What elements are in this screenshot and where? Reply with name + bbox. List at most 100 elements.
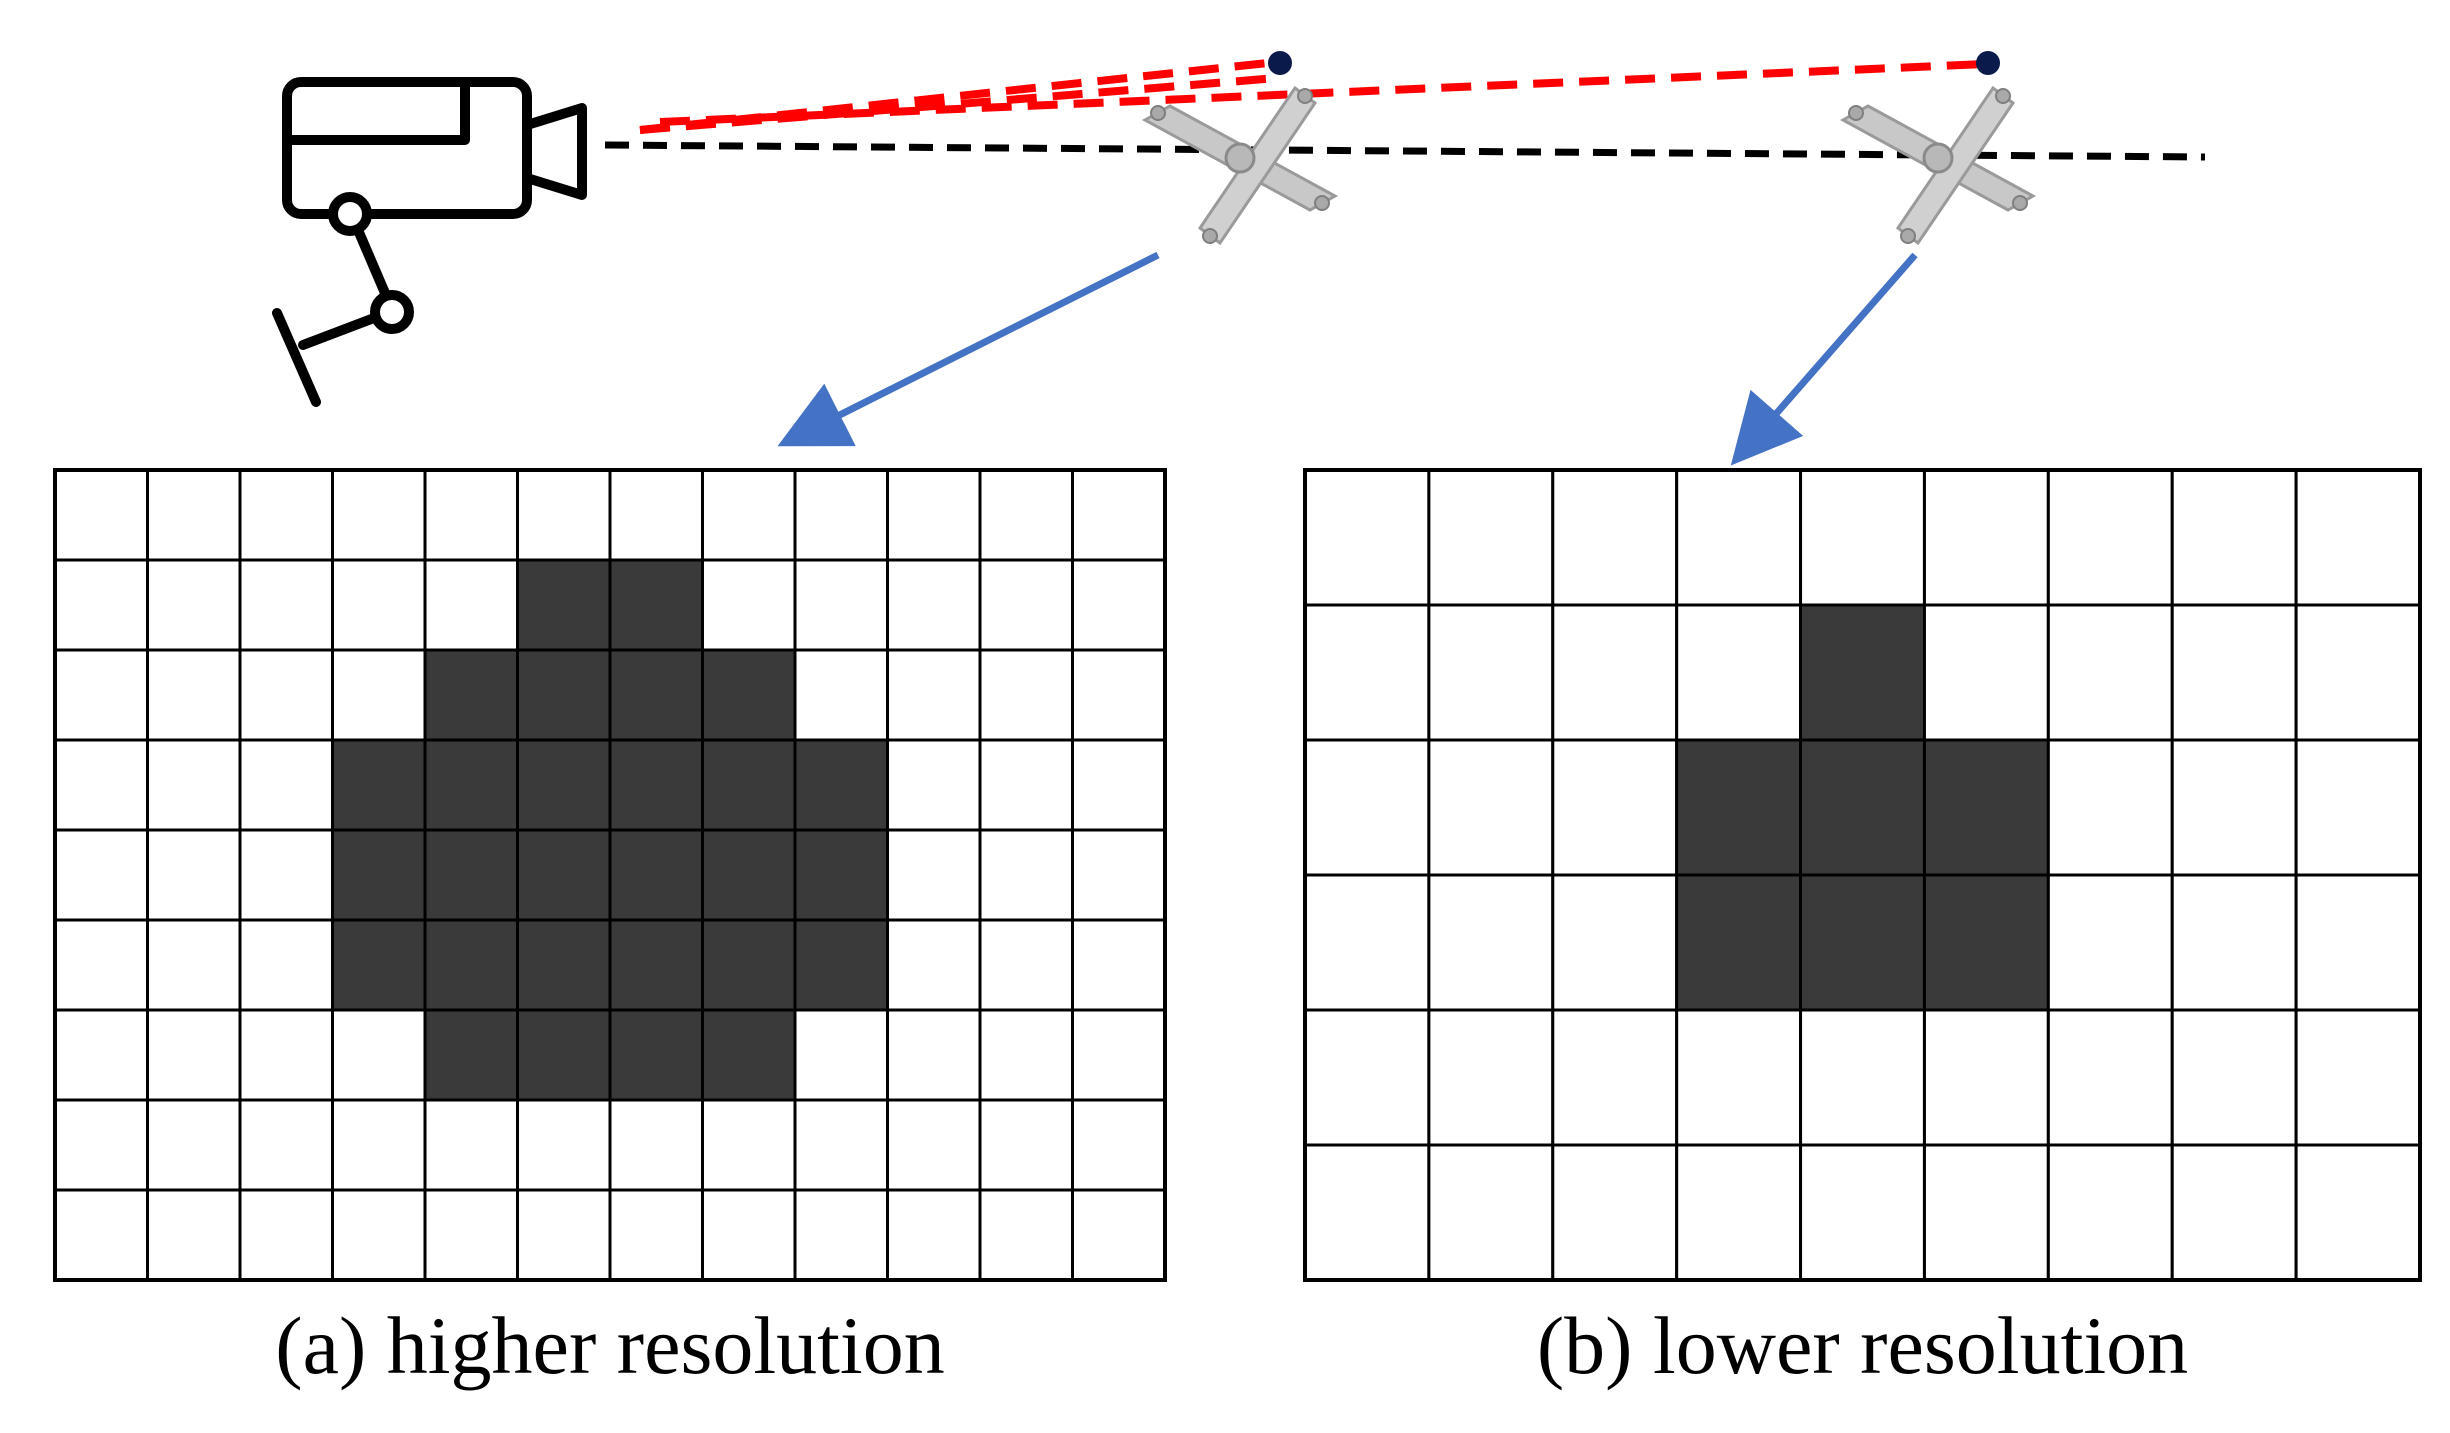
grid-cell-filled: [331, 828, 427, 922]
grid-cell-empty: [1071, 1098, 1167, 1192]
grid-cell-empty: [423, 1098, 519, 1192]
grid-cell-empty: [53, 738, 149, 832]
grid-cell-filled: [608, 648, 704, 742]
grid-cell-empty: [238, 468, 334, 562]
grid-cell-empty: [331, 648, 427, 742]
grid-cell-filled: [516, 648, 612, 742]
grid-cell-empty: [146, 648, 242, 742]
grid-cell-empty: [886, 1008, 982, 1102]
grid-cell-filled: [608, 828, 704, 922]
grid-cell-empty: [1675, 1143, 1803, 1282]
grid-cell-empty: [53, 828, 149, 922]
grid-cell-empty: [793, 1188, 889, 1282]
grid-cell-empty: [238, 1188, 334, 1282]
grid-cell-filled: [793, 738, 889, 832]
grid-cell-empty: [2294, 603, 2422, 742]
grid-cell-filled: [516, 738, 612, 832]
grid-cell-filled: [701, 918, 797, 1012]
grid-cell-empty: [53, 1188, 149, 1282]
grid-cell-empty: [1427, 1143, 1555, 1282]
grid-cell-filled: [516, 918, 612, 1012]
grid-cell-empty: [238, 1008, 334, 1102]
grid-cell-empty: [886, 468, 982, 562]
grid-cell-empty: [516, 1188, 612, 1282]
grid-cell-filled: [331, 918, 427, 1012]
grid-cell-filled: [608, 1008, 704, 1102]
grid-cell-empty: [978, 1098, 1074, 1192]
grid-cell-empty: [1427, 603, 1555, 742]
grid-cell-empty: [2046, 873, 2174, 1012]
grid-cell-empty: [608, 468, 704, 562]
grid-cell-empty: [1303, 1143, 1431, 1282]
grid-cell-filled: [701, 828, 797, 922]
security-camera-icon: [272, 77, 587, 407]
grid-cell-empty: [886, 738, 982, 832]
grid-cell-empty: [1551, 468, 1679, 607]
grid-cell-empty: [793, 558, 889, 652]
grid-cell-empty: [516, 468, 612, 562]
caption-lower-resolution: (b) lower resolution: [1536, 1300, 2189, 1391]
grid-cell-empty: [1071, 558, 1167, 652]
grid-cell-empty: [146, 1008, 242, 1102]
grid-cell-filled: [516, 1008, 612, 1102]
grid-cell-empty: [1303, 738, 1431, 877]
grid-cell-empty: [53, 468, 149, 562]
grid-cell-empty: [1675, 1008, 1803, 1147]
grid-cell-empty: [978, 468, 1074, 562]
grid-cell-filled: [331, 738, 427, 832]
grid-cell-empty: [886, 828, 982, 922]
grid-cell-empty: [1427, 1008, 1555, 1147]
grid-cell-empty: [1675, 603, 1803, 742]
grid-cell-empty: [2294, 1008, 2422, 1147]
drone-far: [1841, 86, 2035, 245]
grid-cell-filled: [1675, 873, 1803, 1012]
grid-cell-empty: [793, 468, 889, 562]
grid-cell-empty: [1071, 918, 1167, 1012]
grid-cell-empty: [238, 648, 334, 742]
grid-cell-empty: [2170, 873, 2298, 1012]
grid-cell-empty: [793, 1008, 889, 1102]
grid-cell-filled: [1799, 603, 1926, 742]
grid-cell-empty: [53, 648, 149, 742]
grid-cell-empty: [1922, 603, 2050, 742]
drone-near: [1143, 86, 1337, 245]
grid-cell-filled: [423, 828, 519, 922]
grid-cell-empty: [1799, 1008, 1926, 1147]
grid-higher-resolution: [53, 468, 1167, 1282]
grid-cell-empty: [1922, 468, 2050, 607]
grid-cell-filled: [516, 828, 612, 922]
pointer-arrow-high: [777, 251, 1160, 447]
grid-cell-empty: [1071, 1188, 1167, 1282]
grid-cell-filled: [608, 918, 704, 1012]
grid-cell-empty: [1922, 1143, 2050, 1282]
grid-cell-filled: [1799, 738, 1926, 877]
grid-cell-empty: [1071, 468, 1167, 562]
grid-cell-empty: [2170, 468, 2298, 607]
grid-border: [53, 468, 1167, 1282]
grid-cell-empty: [1427, 468, 1555, 607]
grid-cell-empty: [331, 468, 427, 562]
grid-cell-empty: [2170, 1008, 2298, 1147]
grid-cell-empty: [2294, 1143, 2422, 1282]
grid-cell-empty: [608, 1098, 704, 1192]
grid-cell-empty: [146, 828, 242, 922]
grid-cell-empty: [146, 738, 242, 832]
grid-cell-empty: [701, 1098, 797, 1192]
grid-cell-empty: [1551, 603, 1679, 742]
grid-cell-filled: [608, 558, 704, 652]
grid-cell-empty: [2294, 873, 2422, 1012]
grid-cell-empty: [1303, 1008, 1431, 1147]
grid-cell-empty: [331, 558, 427, 652]
grid-cell-empty: [53, 1008, 149, 1102]
grid-cell-filled: [1799, 873, 1926, 1012]
grid-cell-empty: [1799, 1143, 1926, 1282]
grid-cell-empty: [516, 1098, 612, 1192]
grid-cell-empty: [1303, 468, 1431, 607]
grid-cell-empty: [886, 558, 982, 652]
grid-cell-filled: [793, 918, 889, 1012]
target-dot-far: [1976, 51, 2000, 75]
grid-cell-empty: [978, 1188, 1074, 1282]
grid-cell-filled: [793, 828, 889, 922]
grid-cell-empty: [701, 1188, 797, 1282]
grid-cell-empty: [1551, 873, 1679, 1012]
